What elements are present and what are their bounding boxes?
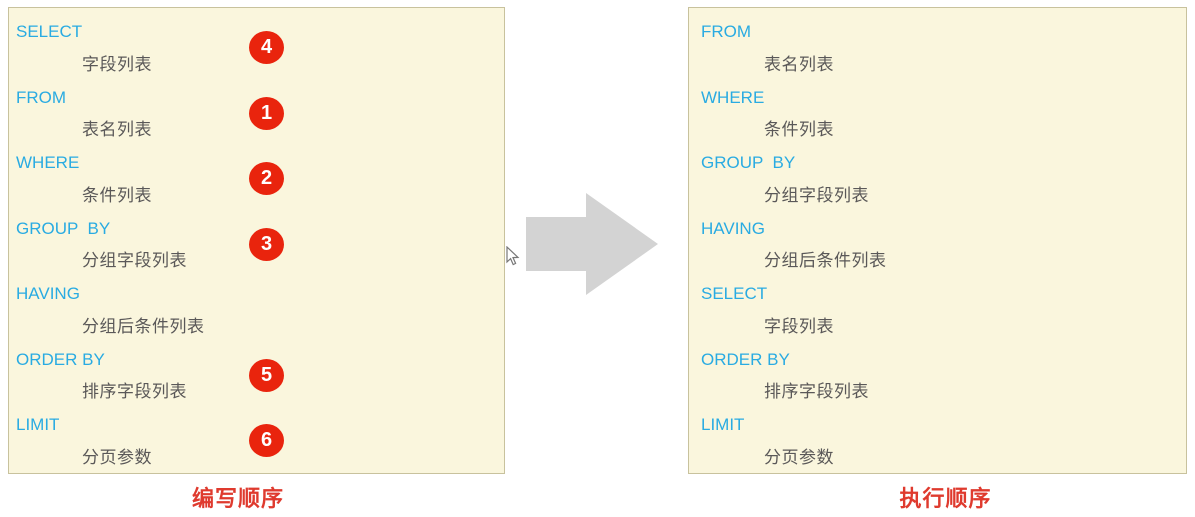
transform-arrow-icon — [526, 193, 658, 295]
clause-description: 排序字段列表 — [82, 382, 187, 402]
sql-keyword: SELECT — [701, 284, 768, 303]
sql-keyword: GROUP BY — [16, 218, 111, 238]
clause-description: 表名列表 — [764, 54, 834, 74]
sql-keyword: LIMIT — [701, 415, 745, 434]
clause-description: 分组后条件列表 — [764, 251, 887, 271]
writing-order-label: 编写顺序 — [191, 486, 284, 511]
clause-description: 分页参数 — [82, 447, 152, 467]
sql-keyword: ORDER BY — [701, 349, 790, 369]
sql-clause-entry: GROUP BY 分组字段列表 — [689, 147, 1186, 213]
sql-clause-entry: ORDER BY 排序字段列表 — [689, 344, 1186, 410]
execution-order-panel: FROM 表名列表 WHERE 条件列表 GROUP BY 分组字段列表 HAVING 分组后… — [688, 7, 1187, 474]
sql-keyword: FROM — [701, 22, 752, 41]
clause-description: 分组字段列表 — [764, 185, 869, 205]
sql-keyword: SELECT — [16, 22, 83, 41]
sql-clause-entry: FROM 表名列表 1 — [9, 82, 504, 148]
sql-clause-entry: FROM 表名列表 — [689, 16, 1186, 82]
clause-description: 条件列表 — [764, 120, 834, 140]
mouse-cursor-icon — [506, 246, 520, 266]
sql-clause-entry: LIMIT 分页参数 — [689, 409, 1186, 475]
sql-keyword: HAVING — [16, 284, 80, 303]
sql-clause-entry: SELECT 字段列表 4 — [9, 16, 504, 82]
clause-description: 字段列表 — [82, 54, 152, 74]
sql-keyword: ORDER BY — [16, 349, 105, 369]
sql-keyword: LIMIT — [16, 415, 60, 434]
clause-description: 字段列表 — [764, 316, 834, 336]
sql-keyword: GROUP BY — [701, 153, 796, 172]
clause-description: 分页参数 — [764, 447, 834, 467]
execution-order-entries: FROM 表名列表 WHERE 条件列表 GROUP BY 分组字段列表 HAVING 分组后… — [689, 8, 1186, 475]
sql-clause-entry: LIMIT 分页参数 6 — [9, 409, 504, 475]
sql-clause-entry: ORDER BY 排序字段列表 5 — [9, 344, 504, 410]
sql-clause-entry: SELECT 字段列表 — [689, 278, 1186, 344]
order-number-badge: 5 — [249, 358, 284, 392]
sql-keyword: WHERE — [16, 153, 80, 172]
clause-description: 分组后条件列表 — [82, 316, 205, 336]
sql-keyword: WHERE — [701, 87, 765, 107]
order-number-badge: 3 — [249, 227, 284, 261]
sql-keyword: FROM — [16, 87, 67, 107]
order-number-badge: 1 — [249, 96, 284, 130]
clause-description: 排序字段列表 — [764, 382, 869, 402]
clause-description: 条件列表 — [82, 185, 152, 205]
sql-clause-entry: GROUP BY 分组字段列表 3 — [9, 213, 504, 279]
sql-keyword: HAVING — [701, 218, 765, 238]
sql-clause-entry: HAVING 分组后条件列表 — [689, 213, 1186, 279]
sql-clause-entry: WHERE 条件列表 — [689, 82, 1186, 148]
order-number-badge: 6 — [249, 424, 284, 457]
order-number-badge: 4 — [249, 31, 284, 64]
order-number-badge: 2 — [249, 162, 284, 195]
clause-description: 表名列表 — [82, 120, 152, 140]
clause-description: 分组字段列表 — [82, 251, 187, 271]
execution-order-label: 执行顺序 — [899, 486, 992, 511]
